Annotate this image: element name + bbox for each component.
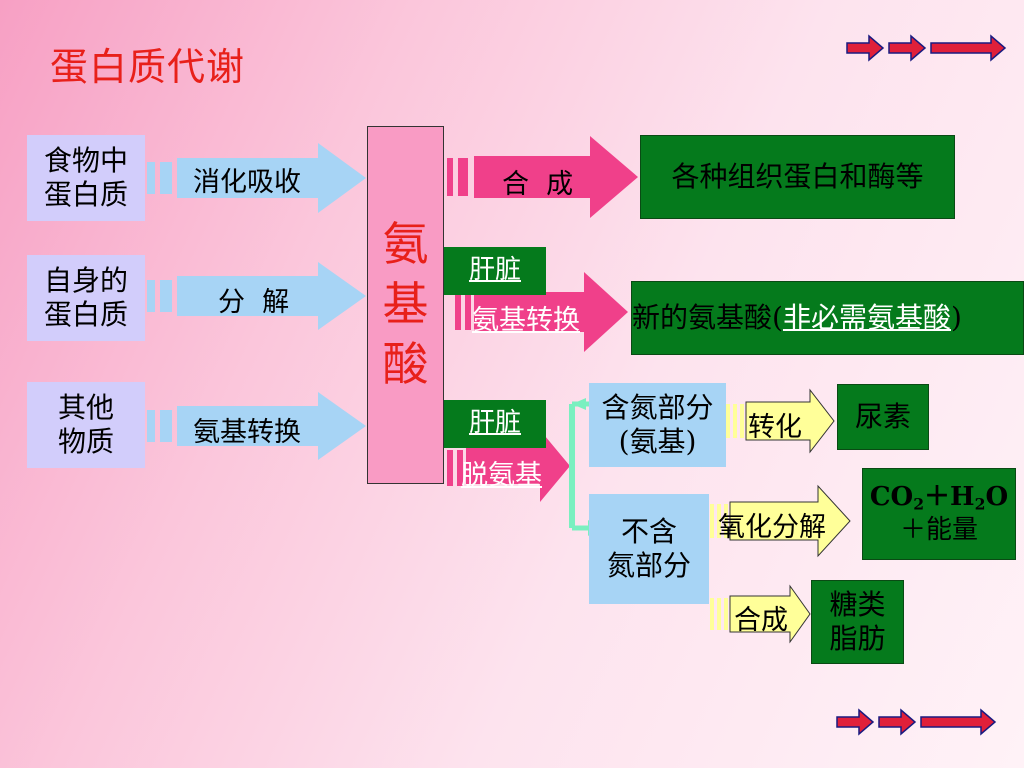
source-self-line1: 自身的 <box>43 264 128 298</box>
link-nonessential-amino-acid[interactable]: 非必需氨基酸 <box>782 301 951 335</box>
source-food-protein: 食物中 蛋白质 <box>27 135 145 221</box>
source-self-line2: 蛋白质 <box>43 298 128 331</box>
nav-forward-bottom-icon[interactable] <box>835 706 1000 738</box>
nitrogen-line1: 含氮部分 <box>601 391 714 425</box>
arrow-label-oxidation: 氧化分解 <box>718 512 826 543</box>
arrow-deamination <box>447 430 570 502</box>
result-urea: 尿素 <box>837 384 929 450</box>
arrow-label-decomposition: 分 解 <box>218 287 290 318</box>
page-title: 蛋白质代谢 <box>50 45 246 89</box>
source-other-line1: 其他 <box>57 391 114 425</box>
amino-char-1: 氨 <box>382 217 429 272</box>
result-sugar-fat: 糖类 脂肪 <box>811 580 904 664</box>
nav-forward-icon[interactable] <box>845 32 1010 64</box>
non-nitrogen-line2: 氮部分 <box>606 549 691 582</box>
arrow-decomposition <box>147 262 366 330</box>
energy-line: ＋能量 <box>899 514 978 545</box>
amino-char-2: 基 <box>382 277 429 332</box>
arrow-synthesis <box>447 136 638 218</box>
arrow-transamination-in <box>147 392 366 460</box>
non-nitrogen-line1: 不含 <box>620 515 677 549</box>
new-amino-prefix: 新的氨基酸( <box>632 301 783 335</box>
sugar-line: 糖类 <box>829 588 886 622</box>
nitrogen-line2: (氨基) <box>618 425 697 458</box>
fat-line: 脂肪 <box>829 622 886 655</box>
result-new-amino-acid: 新的氨基酸(非必需氨基酸) <box>631 281 1024 355</box>
liver-label-1-text: 肝脏 <box>468 255 521 286</box>
result-co2-water-energy: CO2＋H2O ＋能量 <box>862 468 1016 560</box>
nitrogen-part: 含氮部分 (氨基) <box>589 383 726 467</box>
arrow-label-synthesis-2: 合成 <box>734 605 788 636</box>
liver-label-1: 肝脏 <box>444 247 546 295</box>
source-self-protein: 自身的 蛋白质 <box>27 255 145 341</box>
link-deamination[interactable]: 脱氨基 <box>461 460 542 491</box>
arrow-label-synthesis: 合 成 <box>502 169 574 200</box>
arrow-oxidation <box>710 484 851 558</box>
arrow-label-transamination: 氨基转换 <box>193 417 301 448</box>
arrow-label-digestion: 消化吸收 <box>193 167 301 198</box>
arrow-digestion <box>147 143 366 213</box>
arrow-conversion <box>726 388 835 454</box>
arrow-label-conversion: 转化 <box>748 412 802 443</box>
link-transamination[interactable]: 氨基转换 <box>472 305 580 336</box>
source-food-line1: 食物中 <box>43 144 128 178</box>
non-nitrogen-part: 不含 氮部分 <box>589 494 709 604</box>
new-amino-suffix: ) <box>950 301 962 335</box>
arrow-synthesis-2 <box>710 584 811 644</box>
source-food-line2: 蛋白质 <box>43 178 128 211</box>
source-other: 其他 物质 <box>27 382 145 468</box>
source-other-line2: 物质 <box>57 425 114 458</box>
liver-label-2: 肝脏 <box>444 400 546 448</box>
result-tissue-proteins: 各种组织蛋白和酶等 <box>640 135 955 219</box>
amino-acid-box: 氨 基 酸 <box>367 126 444 484</box>
liver-label-2-text: 肝脏 <box>468 408 521 439</box>
amino-char-3: 酸 <box>382 336 429 391</box>
co2-h2o-formula: CO2＋H2O <box>869 482 1009 514</box>
